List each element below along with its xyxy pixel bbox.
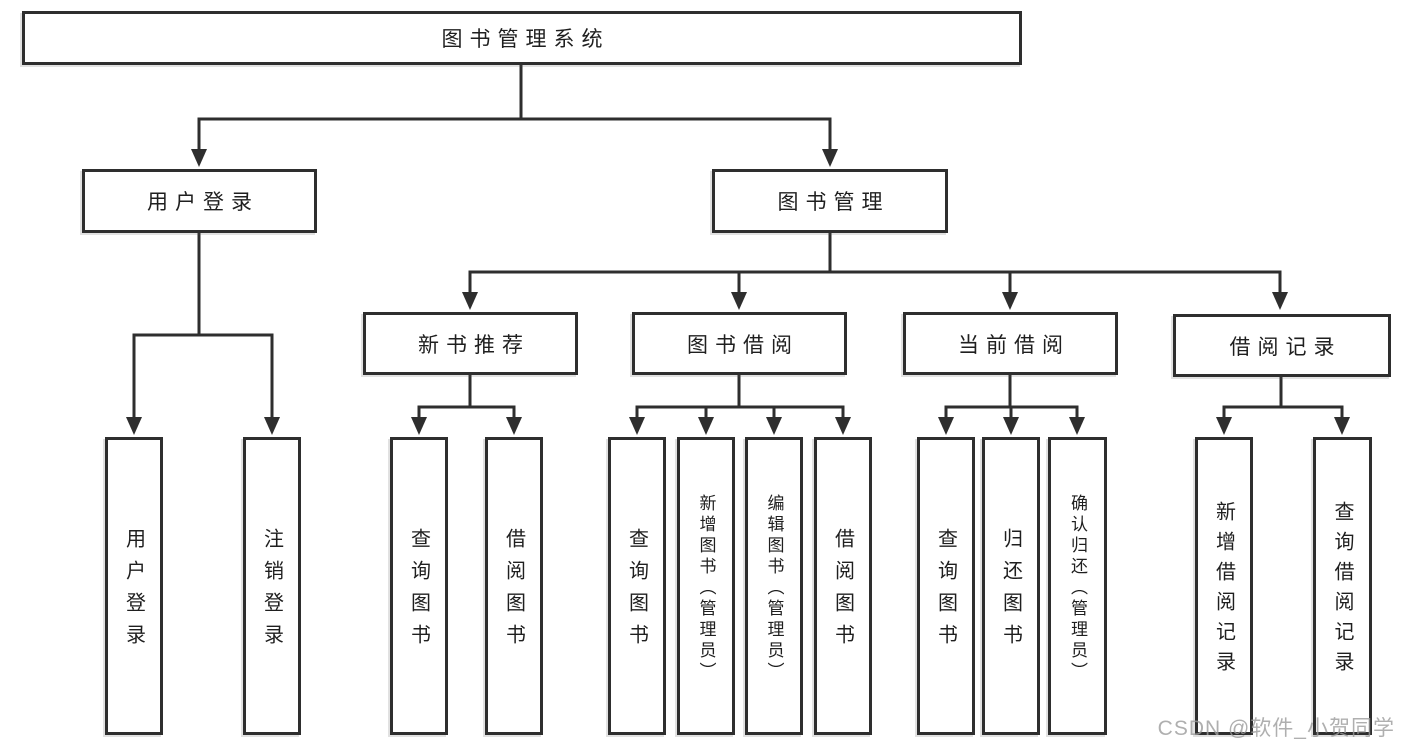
leaf-query-books-recommend: 查询图书 <box>390 437 448 735</box>
leaf-borrow-books: 借阅图书 <box>814 437 872 735</box>
node-label: 图书管理系统 <box>441 28 610 51</box>
node-label: 用户登录 <box>147 191 259 214</box>
leaf-query-books-current: 查询图书 <box>917 437 975 735</box>
csdn-watermark: CSDN @软件_小贺同学 <box>1157 717 1395 740</box>
node-label: 当前借阅 <box>958 333 1070 357</box>
leaf-label: 借阅图书 <box>831 528 854 656</box>
node-label: 图书借阅 <box>687 333 799 357</box>
leaf-logout: 注销登录 <box>243 437 301 735</box>
leaf-label: 查询借阅记录 <box>1331 501 1353 681</box>
node-user-login: 用户登录 <box>82 169 317 233</box>
leaf-confirm-return-admin: 确认归还（管理员） <box>1048 437 1107 735</box>
leaf-label: 查询图书 <box>625 528 648 656</box>
node-root-system: 图书管理系统 <box>22 11 1022 65</box>
node-label: 图书管理 <box>777 191 890 214</box>
leaf-label: 查询图书 <box>407 528 430 656</box>
node-label: 借阅记录 <box>1229 335 1342 359</box>
leaf-add-books-admin: 新增图书（管理员） <box>677 437 735 735</box>
leaf-borrow-books-recommend: 借阅图书 <box>485 437 543 735</box>
leaf-query-books-borrow: 查询图书 <box>608 437 666 735</box>
leaf-label: 用户登录 <box>122 528 145 656</box>
leaf-label: 新增借阅记录 <box>1212 501 1235 681</box>
leaf-query-borrow-record: 查询借阅记录 <box>1313 437 1372 735</box>
leaf-label: 确认归还（管理员） <box>1068 493 1087 683</box>
node-new-book-recommend: 新书推荐 <box>363 312 578 375</box>
node-book-management: 图书管理 <box>712 169 948 233</box>
node-current-borrow: 当前借阅 <box>903 312 1118 375</box>
node-label: 新书推荐 <box>418 333 530 357</box>
leaf-label: 编辑图书（管理员） <box>764 493 784 683</box>
leaf-label: 注销登录 <box>260 528 283 656</box>
node-book-borrow: 图书借阅 <box>632 312 847 375</box>
leaf-label: 归还图书 <box>999 528 1022 656</box>
leaf-edit-books-admin: 编辑图书（管理员） <box>745 437 803 735</box>
arrowheads <box>126 149 1350 435</box>
node-borrow-records: 借阅记录 <box>1173 314 1391 377</box>
leaf-user-login: 用户登录 <box>105 437 163 735</box>
leaf-return-books: 归还图书 <box>982 437 1040 735</box>
leaf-add-borrow-record: 新增借阅记录 <box>1195 437 1253 735</box>
leaf-label: 借阅图书 <box>502 528 525 656</box>
leaf-label: 查询图书 <box>934 528 957 656</box>
leaf-label: 新增图书（管理员） <box>696 493 716 683</box>
